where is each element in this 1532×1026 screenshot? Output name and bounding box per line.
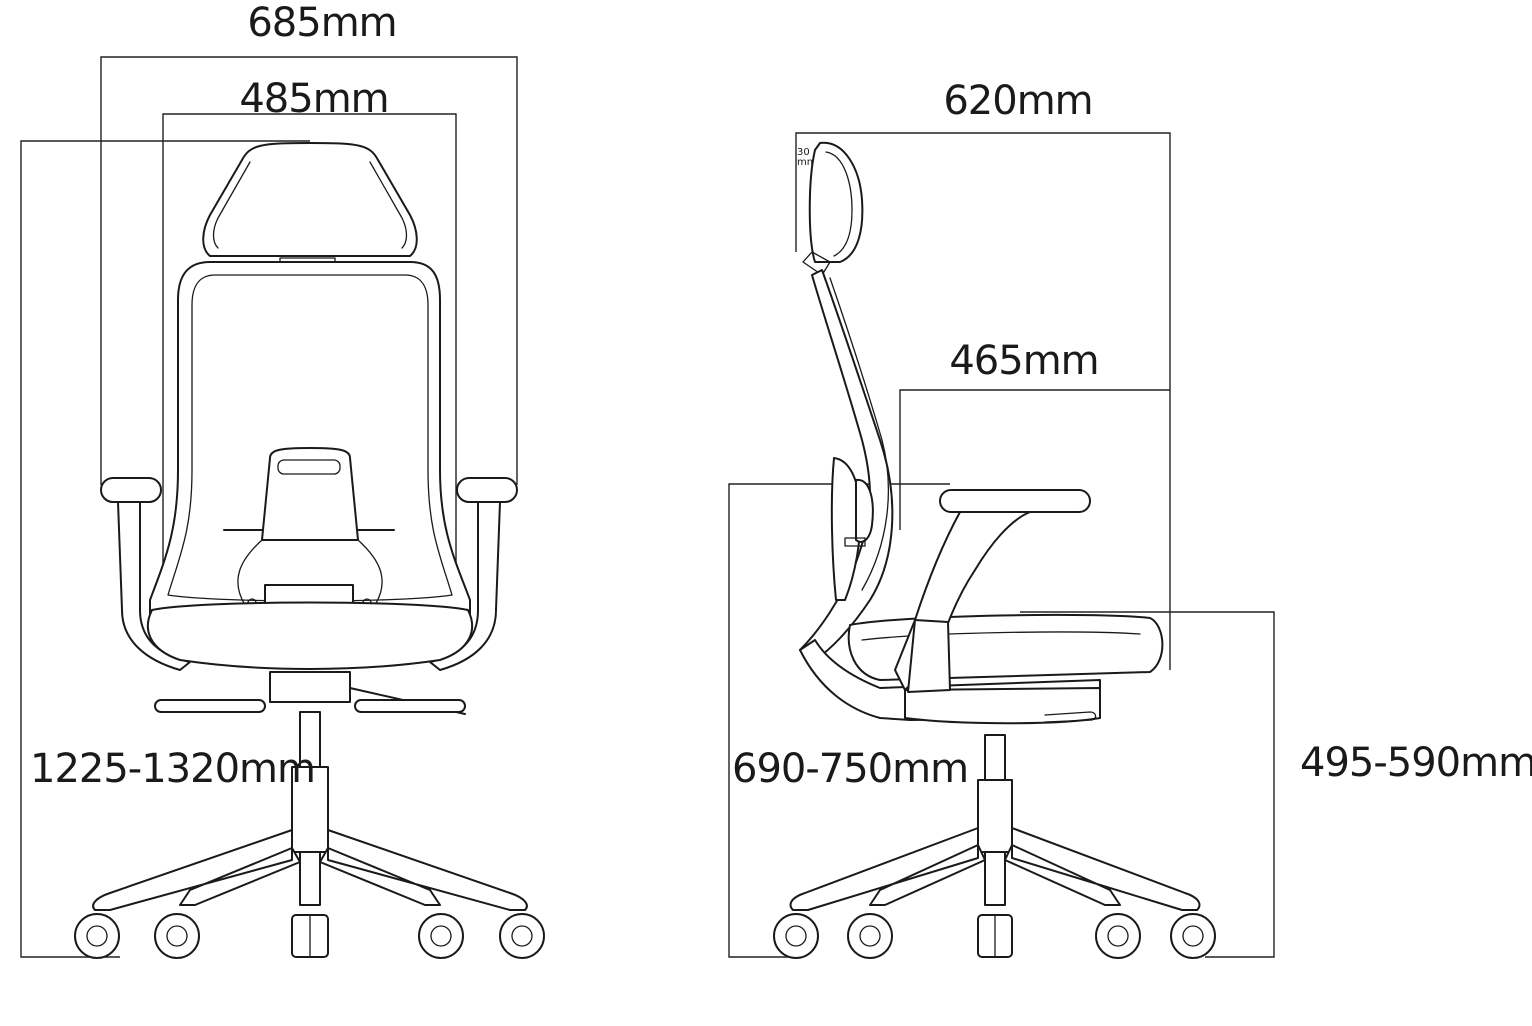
lumbar-support <box>261 447 359 541</box>
side-caster-2-hub <box>859 925 881 947</box>
side-lumbar-knob <box>855 478 874 543</box>
side-caster-4 <box>1095 913 1141 959</box>
front-caster-4 <box>418 913 464 959</box>
overall-width-dimension-line <box>100 56 518 485</box>
front-seat-cushion <box>147 601 473 670</box>
side-armrest-pad <box>939 489 1091 513</box>
front-caster-5-hub <box>511 925 533 947</box>
front-dimension-lines <box>20 56 518 958</box>
total-height-dimension-line <box>20 140 310 958</box>
seat-width-label: 485mm <box>239 76 388 122</box>
side-armrest-joint <box>907 619 951 693</box>
side-gas-lift-lower <box>977 779 1013 853</box>
lumbar-top-pad <box>277 459 341 475</box>
front-footrest-right <box>354 699 466 713</box>
side-seat-inner <box>861 631 1141 641</box>
lumbar-lower-frame <box>237 539 383 606</box>
side-caster-5-hub <box>1182 925 1204 947</box>
front-casters <box>74 913 545 959</box>
front-caster-1 <box>74 913 120 959</box>
overall-width-label: 685mm <box>247 0 396 46</box>
front-caster-5 <box>499 913 545 959</box>
front-armrest-post-right <box>429 501 501 671</box>
total-height-label: 1225-1320mm <box>30 746 315 792</box>
front-caster-2-hub <box>166 925 188 947</box>
overall-depth-dimension-line <box>795 132 1171 670</box>
front-caster-2 <box>154 913 200 959</box>
side-mechanism-lever <box>1044 711 1097 723</box>
seat-depth-label: 465mm <box>949 338 1098 384</box>
side-headrest-connector <box>802 251 831 276</box>
side-view: 30 mm <box>728 78 1532 959</box>
seat-height-label: 495-590mm <box>1300 740 1532 786</box>
front-armrest-pad-right <box>456 477 518 503</box>
side-caster-5 <box>1170 913 1216 959</box>
headrest-adjust-unit: mm <box>797 157 816 168</box>
front-caster-4-hub <box>430 925 452 947</box>
headrest-adjust-value: 30 <box>797 147 810 158</box>
side-caster-1 <box>773 913 819 959</box>
front-headrest <box>202 142 418 257</box>
side-caster-1-hub <box>785 925 807 947</box>
armrest-height-label: 690-750mm <box>732 746 968 792</box>
side-caster-2 <box>847 913 893 959</box>
front-footrest-left <box>154 699 266 713</box>
side-casters <box>773 913 1216 959</box>
side-lumbar-bracket <box>844 537 866 547</box>
front-seat-mechanism <box>269 671 351 703</box>
side-mechanism <box>904 687 1101 725</box>
front-caster-1-hub <box>86 925 108 947</box>
front-star-base <box>92 829 528 911</box>
front-view: 685mm 485mm 1225-1320mm <box>20 0 545 959</box>
side-caster-4-hub <box>1107 925 1129 947</box>
side-backrest-inner-line <box>829 277 889 591</box>
front-headrest-inner <box>212 161 251 249</box>
side-headrest-inner <box>825 151 853 257</box>
headrest-adjust-mark: 30 mm <box>797 147 816 168</box>
seat-height-dimension-line <box>1020 611 1275 958</box>
side-headrest <box>808 141 864 263</box>
side-gas-lift-upper <box>984 734 1006 781</box>
front-armrest-pad-left <box>100 477 162 503</box>
seat-width-dimension-line <box>162 113 457 600</box>
overall-depth-label: 620mm <box>943 78 1092 124</box>
side-star-base <box>789 827 1201 911</box>
front-gas-lift-lower <box>291 766 329 853</box>
front-headrest-inner-right <box>369 161 408 249</box>
